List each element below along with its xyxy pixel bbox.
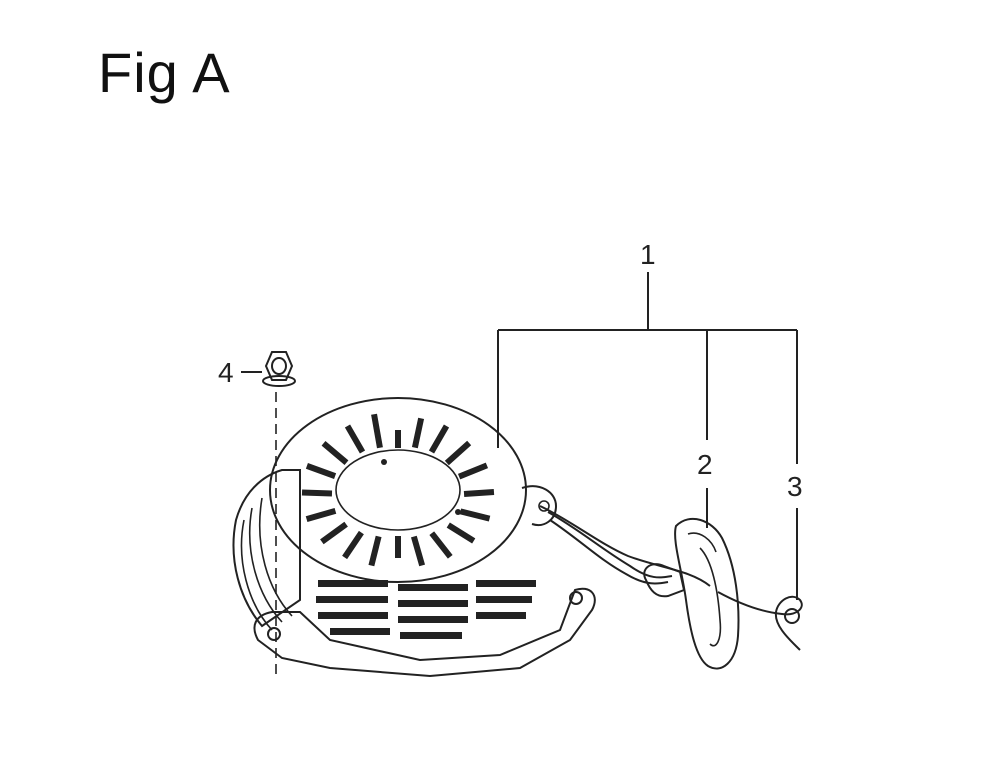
mount-hole-right [569,591,583,605]
figure-title: Fig A [98,41,231,104]
handle-neck [643,563,686,598]
starter-rope-icon [539,505,803,651]
starter-base-flange [253,587,596,678]
recoil-starter-icon [232,397,596,678]
callout-3: 3 [787,471,803,502]
callout-2: 2 [697,449,713,480]
side-slots [316,580,536,639]
starter-cover-disc [269,397,527,583]
callout-4: 4 [218,357,234,388]
starter-cover-center [335,449,461,531]
handle-grip [674,517,740,670]
flange-nut-icon [262,351,296,387]
rope-guide [521,485,558,526]
callout-1: 1 [640,239,656,270]
leader-lines [241,272,798,675]
cover-vent-slots [301,413,495,567]
mount-hole-left [267,627,281,641]
starter-side-housing [232,469,301,628]
starter-grip-handle-icon [643,517,740,670]
